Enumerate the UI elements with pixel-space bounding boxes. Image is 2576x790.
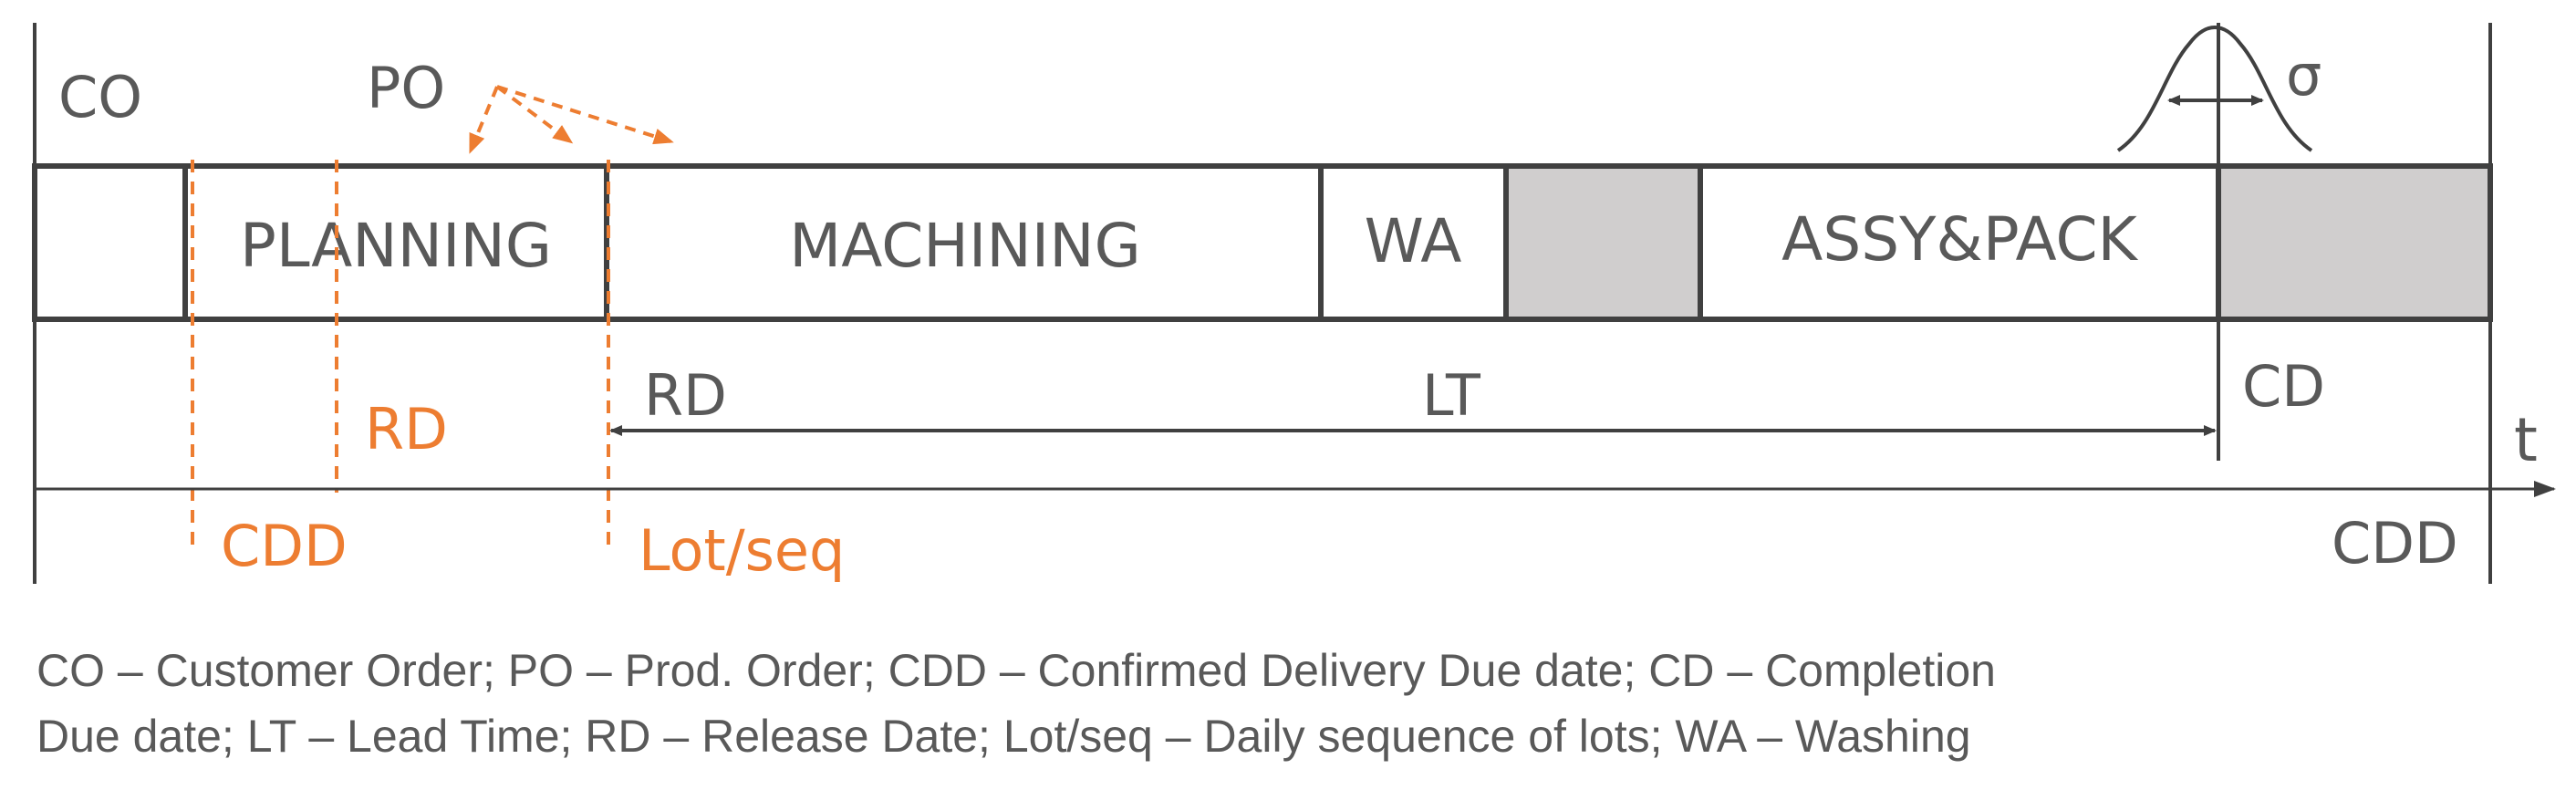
cdd-right-label: CDD <box>2332 510 2458 577</box>
stage-cell-1 <box>32 163 188 322</box>
rd-release-label: RD <box>365 396 448 463</box>
distribution-curve <box>2116 26 2313 152</box>
co-label: CO <box>58 64 142 130</box>
cdd-left-label: CDD <box>221 513 348 579</box>
lt-label: LT <box>1422 362 1481 429</box>
stage-label-planning: PLANNING <box>240 211 552 281</box>
legend-line-1: CO – Customer Order; PO – Prod. Order; C… <box>36 645 1996 696</box>
stage-cell-washing <box>1318 163 1509 322</box>
stage-cell-planning <box>182 163 609 322</box>
rd-lower-label: RD <box>644 362 727 429</box>
cd-label: CD <box>2242 353 2325 420</box>
stage-cell-machining <box>604 163 1324 322</box>
po-label: PO <box>367 55 445 121</box>
stage-label-assy-pack: ASSY&PACK <box>1781 204 2138 275</box>
process-bar <box>32 163 2493 322</box>
lot-seq-label: Lot/seq <box>639 517 845 584</box>
legend-line-2: Due date; LT – Lead Time; RD – Release D… <box>36 711 1971 762</box>
sigma-label: σ <box>2286 42 2322 109</box>
stage-label-washing: WA <box>1365 206 1462 276</box>
stage-label-machining: MACHINING <box>789 211 1140 281</box>
time-axis-label: t <box>2514 405 2538 475</box>
po-arrows <box>469 85 674 154</box>
stage-cell-assy-pack <box>1698 163 2221 322</box>
stage-cell-shaded-1 <box>1503 163 1703 322</box>
stage-cell-shaded-2 <box>2216 163 2493 322</box>
